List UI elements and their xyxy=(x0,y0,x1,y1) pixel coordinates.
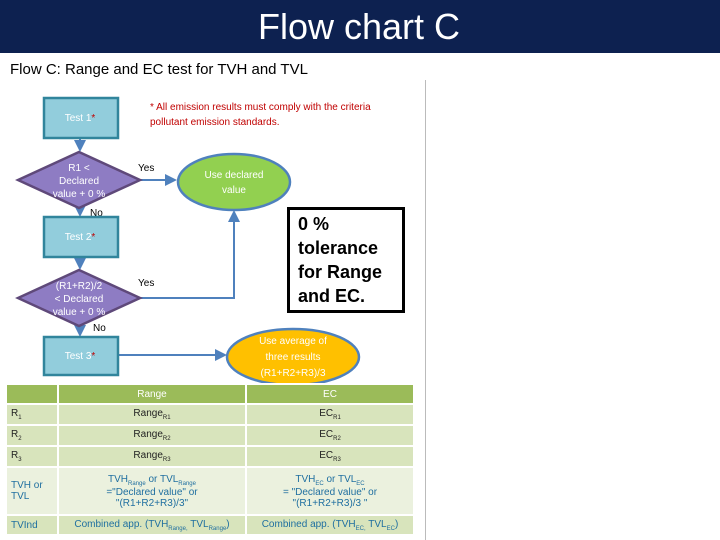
yes-label: Yes xyxy=(138,163,154,174)
divider xyxy=(425,80,426,540)
test2-box xyxy=(42,215,120,259)
d1-line3: value + 0 % xyxy=(53,189,106,200)
test1-box xyxy=(42,96,120,140)
test3-box xyxy=(42,335,120,377)
use-average-ellipse xyxy=(225,327,361,385)
use-average-line2: three results xyxy=(265,352,320,363)
use-declared-line1: Use declared xyxy=(205,170,264,181)
no-label: No xyxy=(90,208,103,219)
title-bar: Flow chart C xyxy=(0,0,720,53)
connectors xyxy=(74,138,240,361)
decision2 xyxy=(15,268,143,328)
d1-line2: Declared xyxy=(59,176,99,187)
use-average-line1: Use average of xyxy=(259,336,327,347)
use-declared-ellipse xyxy=(176,152,292,212)
d2-line2: < Declared xyxy=(55,294,104,305)
no-label: No xyxy=(93,323,106,334)
table-row-tvind: TVInd Combined app. (TVHRange, TVLRange)… xyxy=(5,514,415,536)
use-average-line3: (R1+R2+R3)/3 xyxy=(260,368,325,379)
test2-label: Test 2* xyxy=(65,232,96,243)
decision1 xyxy=(15,150,143,210)
d2-line1: (R1+R2)/2 xyxy=(56,281,103,292)
table-row-tv: TVH or TVL TVHRange or TVLRange="Declare… xyxy=(5,466,415,516)
slide-title: Flow chart C xyxy=(257,6,460,47)
yes-label: Yes xyxy=(138,278,154,289)
tolerance-box: 0 % tolerance for Range and EC. xyxy=(287,207,405,313)
compliance-note: * All emission results must comply with … xyxy=(150,102,371,128)
use-declared-line2: value xyxy=(222,185,246,196)
d1-line1: R1 < xyxy=(68,163,90,174)
d2-line3: value + 0 % xyxy=(53,307,106,318)
test1-label: Test 1* xyxy=(65,113,96,124)
test3-label: Test 3* xyxy=(65,351,96,362)
subtitle: Flow C: Range and EC test for TVH and TV… xyxy=(10,61,308,78)
flowchart: Test 1* R1 < Declared value + 0 % Yes No… xyxy=(15,96,371,385)
